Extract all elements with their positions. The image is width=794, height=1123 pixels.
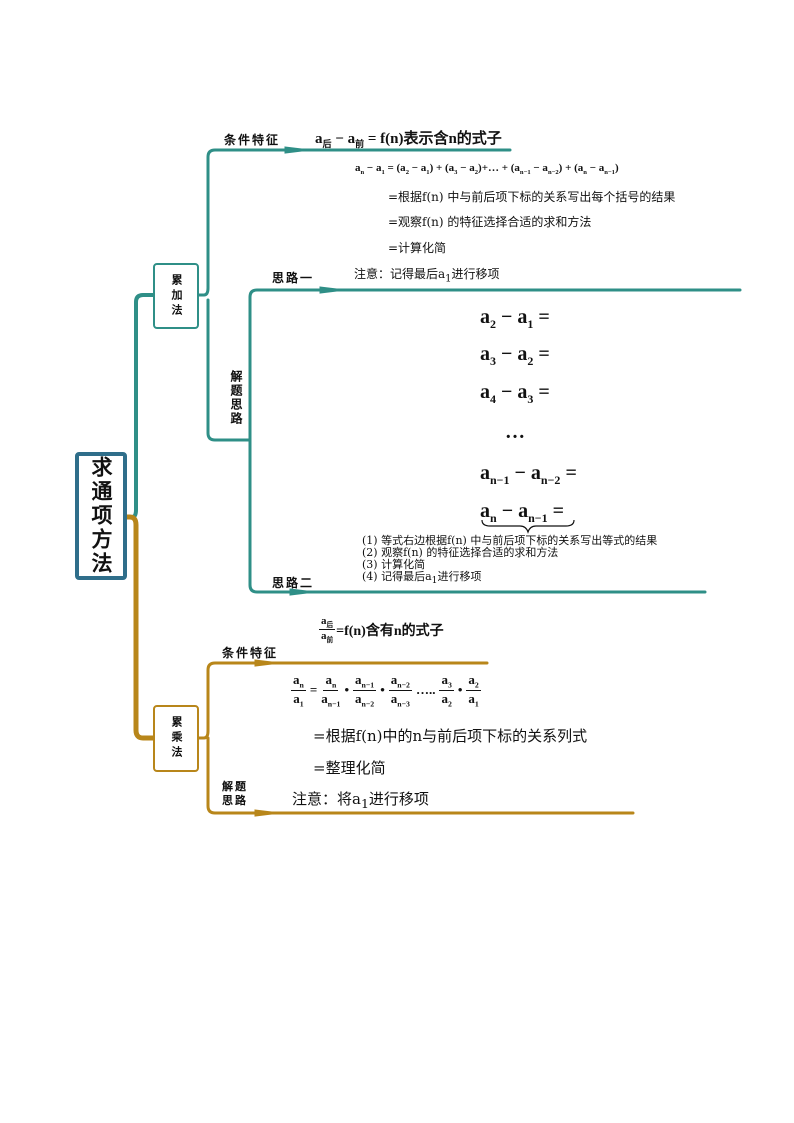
arrow-mul-sol <box>254 809 281 817</box>
fraction-denominator: a2 <box>441 690 452 709</box>
product-operator: = <box>309 682 318 698</box>
root-title: 求通项方法 <box>89 456 114 576</box>
add-condition-label: 条件特征 <box>224 133 281 147</box>
product-operator: ….. <box>415 682 436 698</box>
connector-idea2 <box>248 438 707 594</box>
add-solution-label: 解题思路 <box>229 370 243 426</box>
fraction-denominator: an−2 <box>355 690 375 709</box>
cond-rest: =f(n)含有n的式子 <box>336 623 444 639</box>
cond-numerator: a后 <box>319 615 336 631</box>
add-step-3: =计算化简 <box>388 241 447 255</box>
root-node[interactable]: 求通项方法 <box>75 452 127 580</box>
arrow-idea2 <box>289 588 316 596</box>
add-step-1: =根据f(n) 中与前后项下标的关系写出每个括号的结果 <box>388 190 676 204</box>
mul-step-1: =根据f(n)中的n与前后项下标的关系列式 <box>313 727 588 745</box>
add-condition-formula: a后 − a前 = f(n)表示含n的式子 <box>315 131 502 149</box>
connector-idea1 <box>248 288 742 442</box>
arrow-mul-cond <box>254 659 281 667</box>
add-main-formula: an − a1 = (a2 − a1) + (a3 − a2)+… + (an−… <box>355 162 619 177</box>
connector-mul-solution <box>206 736 635 815</box>
arrow-idea1 <box>319 286 346 294</box>
idea1-eq-6: an − an−1 = <box>480 500 565 525</box>
mul-note: 注意：将a1进行移项 <box>292 790 429 811</box>
fraction-denominator: a1 <box>468 690 479 709</box>
mul-solution-label: 解题思路 <box>222 780 248 807</box>
mul-condition-label: 条件特征 <box>222 646 279 660</box>
fraction-numerator: an−1 <box>353 672 377 691</box>
connector-add-branches <box>195 148 512 297</box>
connector-mul-cond <box>195 661 489 740</box>
idea2-note-4: (4) 记得最后a1进行移项 <box>362 570 482 587</box>
cond-denominator: a前 <box>321 630 334 645</box>
mul-method-title: 累乘法 <box>170 716 183 761</box>
idea2-notes: (1) 等式右边根据f(n) 中与前后项下标的关系写出等式的结果 (2) 观察f… <box>362 535 657 587</box>
mul-method-node[interactable]: 累乘法 <box>153 705 199 772</box>
fraction-denominator: an−3 <box>390 690 410 709</box>
idea1-eq-ellipsis: … <box>505 421 525 443</box>
product-operator: • <box>380 682 385 698</box>
fraction-numerator: an <box>291 672 306 691</box>
add-method-title: 累加法 <box>170 273 183 319</box>
idea2-note-2: (2) 观察f(n) 的特征选择合适的求和方法 <box>362 546 559 559</box>
idea1-eq-1: a2 − a1 = <box>480 306 550 331</box>
idea1-eq-3: a4 − a3 = <box>480 381 550 406</box>
idea1-eq-5: an−1 − an−2 = <box>480 462 577 487</box>
fraction-numerator: a2 <box>466 672 481 691</box>
product-operator: • <box>344 682 350 698</box>
product-operator: • <box>457 682 463 698</box>
idea1-eq-2: a3 − a2 = <box>480 343 550 368</box>
connector-root-mul <box>124 514 156 741</box>
idea1-note: 注意：记得最后a1进行移项 <box>354 267 500 285</box>
idea2-label: 思路二 <box>272 576 315 590</box>
idea1-label: 思路一 <box>272 271 315 285</box>
connector-root-add <box>125 293 155 519</box>
idea2-note-1: (1) 等式右边根据f(n) 中与前后项下标的关系写出等式的结果 <box>362 534 658 547</box>
fraction-numerator: an <box>323 672 339 691</box>
fraction-denominator: a1 <box>293 690 304 709</box>
add-step-2: =观察f(n) 的特征选择合适的求和方法 <box>388 215 592 229</box>
arrow-cond <box>284 146 311 154</box>
underbrace <box>481 519 575 534</box>
fraction-numerator: an−2 <box>388 672 412 691</box>
add-method-node[interactable]: 累加法 <box>153 263 199 329</box>
fraction-numerator: a3 <box>439 672 454 691</box>
mul-step-2: =整理化简 <box>313 759 386 777</box>
idea2-note-3: (3) 计算化简 <box>362 558 426 571</box>
fraction-denominator: an−1 <box>321 690 341 709</box>
connector-add-solution <box>206 298 252 442</box>
